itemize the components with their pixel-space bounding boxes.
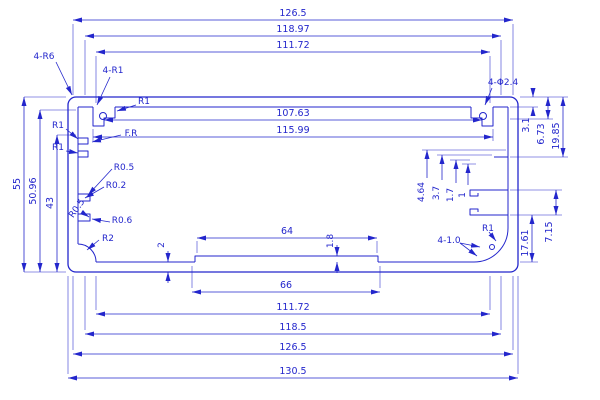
dim-text-right-3-1: 3.1 bbox=[521, 117, 532, 132]
label-r1-bottom-right: R1 bbox=[482, 224, 494, 234]
leader-r0-2 bbox=[84, 186, 105, 199]
dim-text-mid-1: 1 bbox=[458, 192, 468, 198]
dim-text-center-64: 64 bbox=[281, 226, 293, 237]
leader-r1-top bbox=[116, 104, 137, 112]
dim-text-right-7-15: 7.15 bbox=[544, 221, 555, 242]
label-r1-left-b: R1 bbox=[52, 143, 64, 153]
extension-lines-right bbox=[510, 96, 568, 263]
screw-hole-top-left bbox=[99, 112, 107, 120]
dim-text-bottom-118-5: 118.5 bbox=[279, 322, 306, 333]
dimension-lines bbox=[21, 17, 566, 381]
dim-text-wall-2: 2 bbox=[157, 242, 167, 248]
label-r0-6: R0.6 bbox=[112, 216, 133, 226]
label-4-r1: 4-R1 bbox=[103, 66, 124, 76]
dim-text-mid-3-7: 3.7 bbox=[432, 186, 442, 200]
extension-lines-bottom bbox=[67, 241, 519, 374]
label-r1-top: R1 bbox=[138, 97, 150, 107]
label-r0-2: R0.2 bbox=[106, 181, 127, 191]
dim-text-right-6-73: 6.73 bbox=[536, 123, 547, 144]
screw-hole-bottom-right bbox=[489, 244, 495, 250]
label-fr: F.R bbox=[125, 129, 138, 139]
dim-text-depth-1-8: 1.8 bbox=[326, 234, 336, 249]
dim-text-top-118-97: 118.97 bbox=[276, 24, 309, 35]
label-4-1-0: 4-1.0 bbox=[437, 236, 461, 246]
leader-fr bbox=[91, 134, 122, 143]
dim-text-mid-1-7: 1.7 bbox=[446, 188, 456, 202]
leader-r1-left-a bbox=[65, 128, 79, 140]
extension-lines bbox=[24, 24, 568, 374]
dimension-text: 126.5 118.97 111.72 107.63 115.99 64 66 … bbox=[12, 8, 562, 377]
profile-geometry bbox=[67, 96, 519, 273]
dim-text-right-17-61: 17.61 bbox=[520, 229, 531, 256]
dim-text-height-43: 43 bbox=[45, 197, 56, 209]
leader-4-1-0-b bbox=[459, 242, 478, 257]
leader-4-r1 bbox=[96, 76, 111, 106]
dim-text-bottom-111-72: 111.72 bbox=[276, 302, 309, 313]
leader-4-r6 bbox=[55, 61, 73, 96]
label-r2-left: R2 bbox=[102, 234, 114, 244]
leader-r2-left bbox=[86, 239, 100, 251]
dim-text-height-50-96: 50.96 bbox=[28, 177, 39, 204]
leader-4-1-0-a bbox=[459, 242, 481, 248]
leader-r0-5-b bbox=[80, 209, 90, 218]
dim-text-bottom-130-5: 130.5 bbox=[279, 366, 306, 377]
extension-lines-left bbox=[24, 96, 76, 273]
dim-text-mid-4-64: 4.64 bbox=[417, 182, 427, 202]
leader-4-d2-4 bbox=[484, 87, 493, 106]
dim-text-top-111-72: 111.72 bbox=[276, 40, 309, 51]
extension-lines-mid-right bbox=[422, 149, 506, 165]
leader-lines bbox=[55, 61, 497, 257]
dim-text-bottom-66: 66 bbox=[280, 280, 292, 291]
dim-text-inner-107-63: 107.63 bbox=[276, 108, 309, 119]
dim-text-height-55: 55 bbox=[12, 178, 23, 190]
dim-text-bottom-126-5: 126.5 bbox=[279, 342, 306, 353]
leader-r0-6 bbox=[91, 218, 111, 223]
profile-outer-shell bbox=[67, 96, 519, 273]
label-r0-5-a: R0.5 bbox=[114, 163, 135, 173]
dim-text-right-19-85: 19.85 bbox=[551, 122, 562, 149]
leader-r1-left-b bbox=[65, 149, 79, 154]
label-r1-left-a: R1 bbox=[52, 121, 64, 131]
dim-text-top-126-5: 126.5 bbox=[279, 8, 306, 19]
screw-hole-top-right bbox=[479, 112, 487, 120]
leader-r1-bottom-right bbox=[488, 231, 497, 242]
label-4-r6: 4-R6 bbox=[34, 52, 55, 62]
label-4-d2-4: 4-Φ2.4 bbox=[488, 78, 519, 88]
dim-text-inner-115-99: 115.99 bbox=[276, 125, 309, 136]
leader-r0-5-a bbox=[87, 168, 113, 196]
